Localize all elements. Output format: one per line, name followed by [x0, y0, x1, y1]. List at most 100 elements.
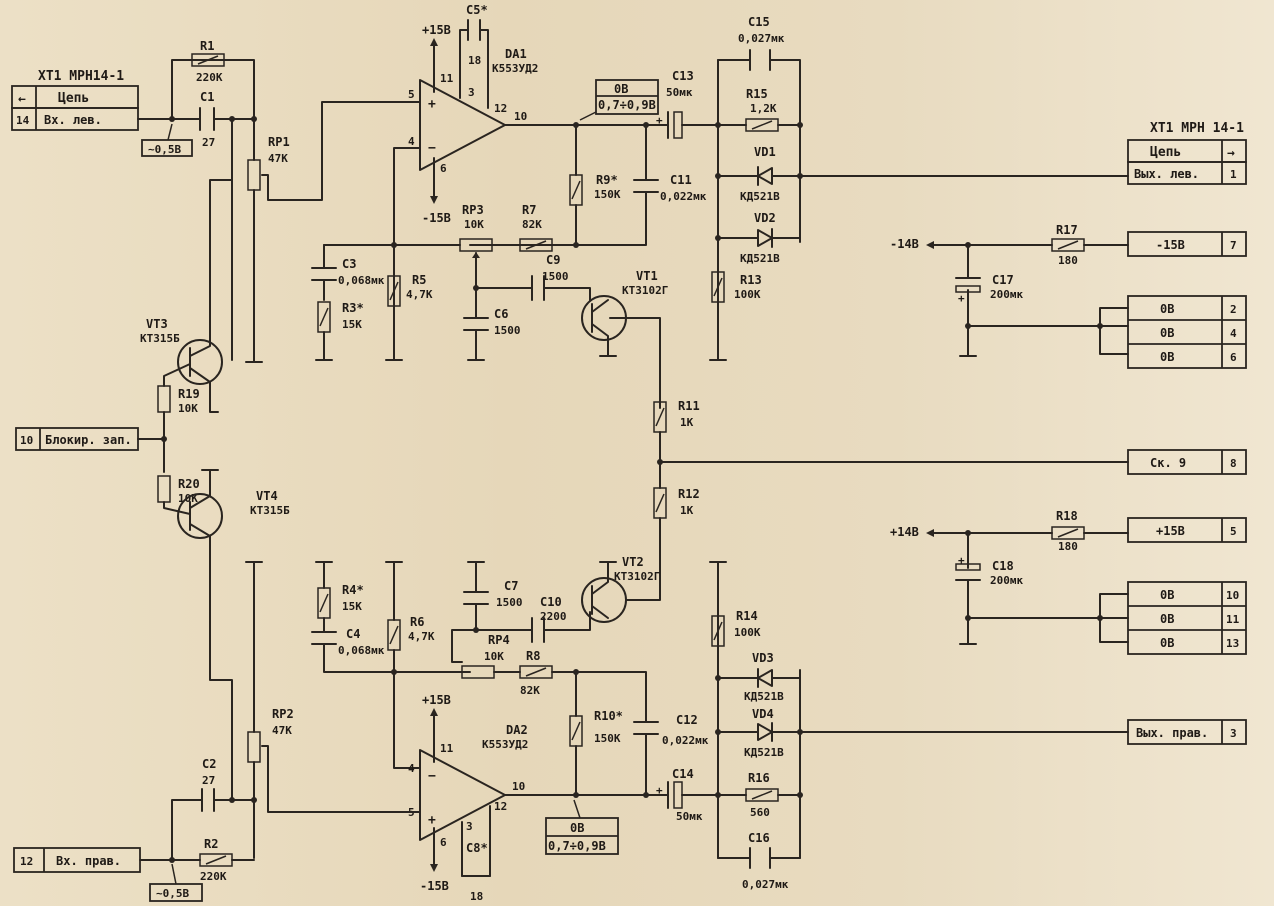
vt1-value: KT3102Г [622, 284, 668, 297]
rp2-label: RP2 [272, 707, 294, 721]
vd2-label: VD2 [754, 211, 776, 225]
sk9-label: Ск. 9 [1150, 456, 1186, 470]
r19-label: R19 [178, 387, 200, 401]
svg-text:4: 4 [408, 762, 415, 775]
vt1-label: VT1 [636, 269, 658, 283]
c3-value: 0,068мк [338, 274, 385, 287]
c13-label: C13 [672, 69, 694, 83]
r17-value: 180 [1058, 254, 1078, 267]
gnd-block-top: 0B 2 0B 4 0B 6 [1127, 295, 1247, 369]
r18-value: 180 [1058, 540, 1078, 553]
svg-text:0B: 0B [1160, 588, 1174, 602]
rp3-label: RP3 [462, 203, 484, 217]
r2-label: R2 [204, 837, 218, 851]
out-right-label: Вых. прав. [1136, 726, 1208, 740]
vin-right: ~0,5B [156, 887, 189, 900]
svg-text:0B: 0B [1160, 302, 1174, 316]
r1-value: 220K [196, 71, 223, 84]
c10-label: C10 [540, 595, 562, 609]
svg-text:+: + [428, 97, 436, 112]
da1-label: DA1 [505, 47, 527, 61]
vd4-label: VD4 [752, 707, 774, 721]
svg-text:−: − [428, 141, 436, 156]
r20-label: R20 [178, 477, 200, 491]
pos-supply-label: +15B [1156, 524, 1185, 538]
vd3-label: VD3 [752, 651, 774, 665]
m15-top: -15B [422, 211, 451, 225]
c1-label: C1 [200, 90, 214, 104]
svg-text:3: 3 [468, 86, 475, 99]
da2-label: DA2 [506, 723, 528, 737]
out1-a: 0B [614, 82, 628, 96]
c16-label: C16 [748, 831, 770, 845]
pin-5: 5 [1230, 525, 1237, 538]
r16-value: 560 [750, 806, 770, 819]
rp1-label: RP1 [268, 135, 290, 149]
r19-value: 10K [178, 402, 198, 415]
pin-7: 7 [1230, 239, 1237, 252]
vt2-label: VT2 [622, 555, 644, 569]
c12-label: C12 [676, 713, 698, 727]
out2-a: 0B [570, 821, 584, 835]
svg-text:−: − [428, 769, 436, 784]
r11-value: 1K [680, 416, 694, 429]
c2-label: C2 [202, 757, 216, 771]
rp3-value: 10K [464, 218, 484, 231]
r8-label: R8 [526, 649, 540, 663]
r15-label: R15 [746, 87, 768, 101]
c12-value: 0,022мк [662, 734, 709, 747]
c16-value: 0,027мк [742, 878, 789, 891]
vd4-value: KД521B [744, 746, 784, 759]
c4-label: C4 [346, 627, 360, 641]
r18-label: R18 [1056, 509, 1078, 523]
svg-text:13: 13 [1226, 637, 1239, 650]
vt4-symbol [177, 493, 223, 539]
r3-value: 15K [342, 318, 362, 331]
r7-value: 82K [522, 218, 542, 231]
svg-text:10: 10 [514, 110, 527, 123]
c10-value: 2200 [540, 610, 567, 623]
r4-label: R4* [342, 583, 364, 597]
r6-value: 4,7K [408, 630, 435, 643]
pin-8: 8 [1230, 457, 1237, 470]
c7-value: 1500 [496, 596, 523, 609]
r5-label: R5 [412, 273, 426, 287]
svg-text:12: 12 [494, 102, 507, 115]
c8-label: C8* [466, 841, 488, 855]
c18-value: 200мк [990, 574, 1023, 587]
svg-text:4: 4 [408, 135, 415, 148]
r12-value: 1K [680, 504, 694, 517]
gnd-block-bottom: 0B 10 0B 11 0B 13 [1127, 581, 1247, 655]
rp1-value: 47K [268, 152, 288, 165]
r2-value: 220K [200, 870, 227, 883]
svg-text:→: → [1227, 146, 1235, 161]
p15-top: +15B [422, 23, 451, 37]
c4-value: 0,068мк [338, 644, 385, 657]
vt2-value: KT3102Г [614, 570, 660, 583]
pin-12: 12 [20, 855, 33, 868]
c14-label: C14 [672, 767, 694, 781]
c1-value: 27 [202, 136, 215, 149]
pin-3: 3 [1230, 727, 1237, 740]
r17-label: R17 [1056, 223, 1078, 237]
r9-value: 150K [594, 188, 621, 201]
svg-text:+: + [958, 292, 965, 305]
svg-text:0B: 0B [1160, 612, 1174, 626]
svg-text:2: 2 [1230, 303, 1237, 316]
right-connector-header: XT1 MPH 14-1 [1150, 121, 1244, 136]
vt2-symbol [581, 577, 627, 623]
p14: +14B [890, 525, 919, 539]
svg-text:11: 11 [440, 72, 454, 85]
svg-text:+: + [958, 554, 965, 567]
vd2-value: KД521B [740, 252, 780, 265]
vin-left: ~0,5B [148, 143, 181, 156]
r14-label: R14 [736, 609, 758, 623]
c5-label: C5* [466, 3, 488, 17]
r9-label: R9* [596, 173, 618, 187]
left-col-title: Цепь [58, 91, 89, 106]
c15-value: 0,027мк [738, 32, 785, 45]
out1-b: 0,7÷0,9B [598, 98, 656, 112]
svg-text:5: 5 [408, 88, 415, 101]
vt3-label: VT3 [146, 317, 168, 331]
